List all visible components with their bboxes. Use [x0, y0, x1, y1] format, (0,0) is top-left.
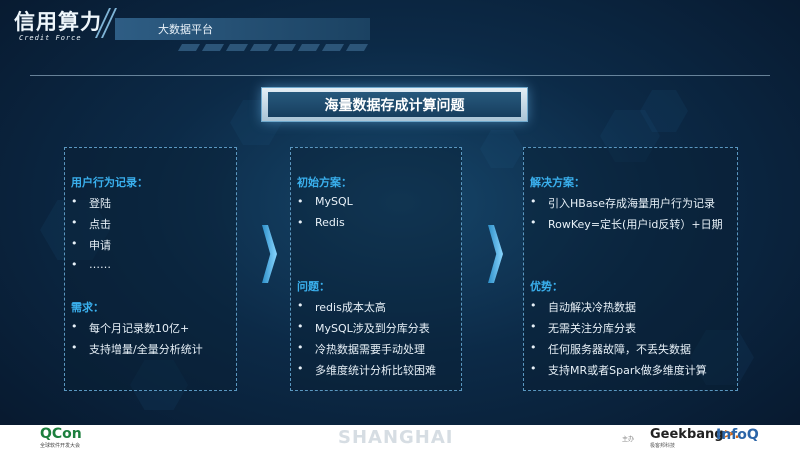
card-heading: 优势： — [530, 280, 563, 293]
section-title-bar: 大数据平台 — [115, 18, 370, 40]
header-divider — [30, 75, 770, 76]
decorative-stripes — [177, 44, 375, 51]
footer-bar: QCon 全球软件开发大会 SHANGHAI 主办 Geekbang>. 极客邦… — [0, 425, 800, 450]
user-behavior-card: 用户行为记录： •登陆 •点击 •申请 •…… 需求： •每个月记录数10亿+ … — [64, 147, 237, 391]
solution-card: 解决方案： •引入HBase存成海量用户行为记录 •RowKey=定长(用户id… — [523, 147, 738, 391]
card-heading: 需求： — [71, 301, 104, 314]
card-heading: 解决方案： — [530, 176, 585, 189]
background-hexagon — [480, 130, 524, 168]
card-heading: 用户行为记录： — [71, 176, 148, 189]
slide-title: 海量数据存成计算问题 — [324, 98, 465, 114]
arrow-right-icon — [262, 225, 277, 283]
city-name: SHANGHAI — [338, 427, 454, 448]
qcon-subtitle: 全球软件开发大会 — [40, 443, 81, 449]
infoq-logo: InfoQ — [716, 427, 759, 443]
background-hexagon — [130, 360, 188, 410]
card-heading: 问题： — [297, 280, 330, 293]
logo-subtext: Credit Force — [19, 34, 82, 42]
geekbang-subtitle: 极客邦科技 — [650, 443, 676, 449]
initial-solution-card: 初始方案： •MySQL •Redis 问题： •redis成本太高 •MySQ… — [290, 147, 462, 391]
arrow-right-icon — [488, 225, 503, 283]
slide: 信用算力 Credit Force 大数据平台 海量数据存成计算问题 用户行为记… — [14, 8, 770, 410]
organizer-label: 主办 — [622, 436, 635, 443]
qcon-logo: QCon — [40, 426, 82, 442]
card-heading: 初始方案： — [297, 176, 352, 189]
logo-text: 信用算力 — [14, 10, 102, 34]
section-title: 大数据平台 — [158, 23, 213, 36]
slide-title-box: 海量数据存成计算问题 — [261, 87, 528, 122]
background-hexagon — [690, 330, 754, 385]
background-hexagon — [640, 90, 688, 132]
geekbang-logo: Geekbang>. — [650, 427, 740, 442]
credit-force-logo: 信用算力 Credit Force — [14, 10, 101, 42]
